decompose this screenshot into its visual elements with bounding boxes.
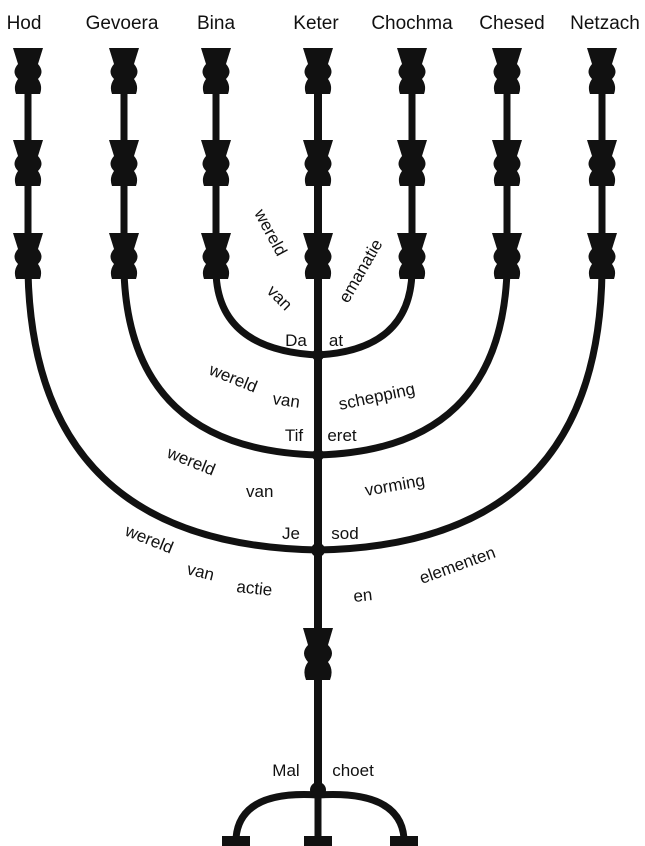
label-malchoet-1: Mal [272, 761, 299, 780]
cup-netzach-3 [587, 233, 617, 279]
cup-hod-3 [13, 233, 43, 279]
label-chesed: Chesed [479, 13, 545, 34]
knot-jesod [311, 543, 325, 557]
cup-chesed-1 [492, 48, 522, 94]
world-actie-word-2: van [185, 559, 216, 584]
cup-chochma-2 [397, 140, 427, 186]
cup-gevoera-2 [109, 140, 139, 186]
world-schepping-word-3: schepping [337, 379, 417, 414]
label-keter: Keter [293, 13, 339, 34]
label-gevoera: Gevoera [86, 13, 159, 34]
world-emanatie-word-3: emanatie [335, 236, 386, 306]
cup-chesed-3 [492, 233, 522, 279]
cup-bina-3 [201, 233, 231, 279]
foot-left-pad [222, 836, 250, 846]
world-schepping-word-1: wereld [206, 360, 260, 397]
world-vorming-word-3: vorming [363, 471, 426, 500]
cup-hod-2 [13, 140, 43, 186]
world-actie-word-5: elementen [417, 543, 498, 588]
foot-left [236, 795, 318, 838]
foot-right-pad [390, 836, 418, 846]
foot-center-pad [304, 836, 332, 846]
cup-chochma-3 [397, 233, 427, 279]
label-daat-1: Da [285, 331, 307, 350]
menorah-cups [13, 48, 617, 279]
label-tiferet-1: Tif [285, 426, 304, 445]
label-tiferet-2: eret [327, 426, 357, 445]
label-hod: Hod [7, 13, 42, 34]
cup-bina-1 [201, 48, 231, 94]
cup-lower [303, 628, 333, 680]
label-malchoet-2: choet [332, 761, 374, 780]
cup-netzach-2 [587, 140, 617, 186]
label-bina: Bina [197, 13, 235, 34]
world-actie-word-3: actie [236, 577, 274, 600]
label-daat-2: at [329, 331, 343, 350]
world-vorming-word-2: van [246, 482, 273, 501]
knot-tiferet [312, 449, 324, 461]
cup-gevoera-1 [109, 48, 139, 94]
cup-netzach-1 [587, 48, 617, 94]
cup-gevoera-3 [109, 233, 139, 279]
world-emanatie-word-2: van [263, 281, 296, 314]
world-vorming-word-1: wereld [164, 443, 218, 480]
label-chochma: Chochma [371, 13, 453, 34]
cup-keter-2 [303, 140, 333, 186]
world-schepping-word-2: van [271, 389, 301, 412]
world-actie-word-4: en [352, 585, 373, 606]
label-netzach: Netzach [570, 13, 640, 34]
label-jesod-2: sod [331, 524, 358, 543]
cup-keter-1 [303, 48, 333, 94]
foot-right [318, 795, 404, 838]
cup-chesed-2 [492, 140, 522, 186]
label-jesod-1: Je [282, 524, 300, 543]
knot-daat [312, 349, 324, 361]
cup-bina-2 [201, 140, 231, 186]
world-actie-word-1: wereld [122, 521, 176, 558]
menorah-base [222, 782, 418, 846]
cup-chochma-1 [397, 48, 427, 94]
world-emanatie-word-1: wereld [250, 205, 291, 259]
cup-hod-1 [13, 48, 43, 94]
cup-keter-3 [303, 233, 333, 279]
